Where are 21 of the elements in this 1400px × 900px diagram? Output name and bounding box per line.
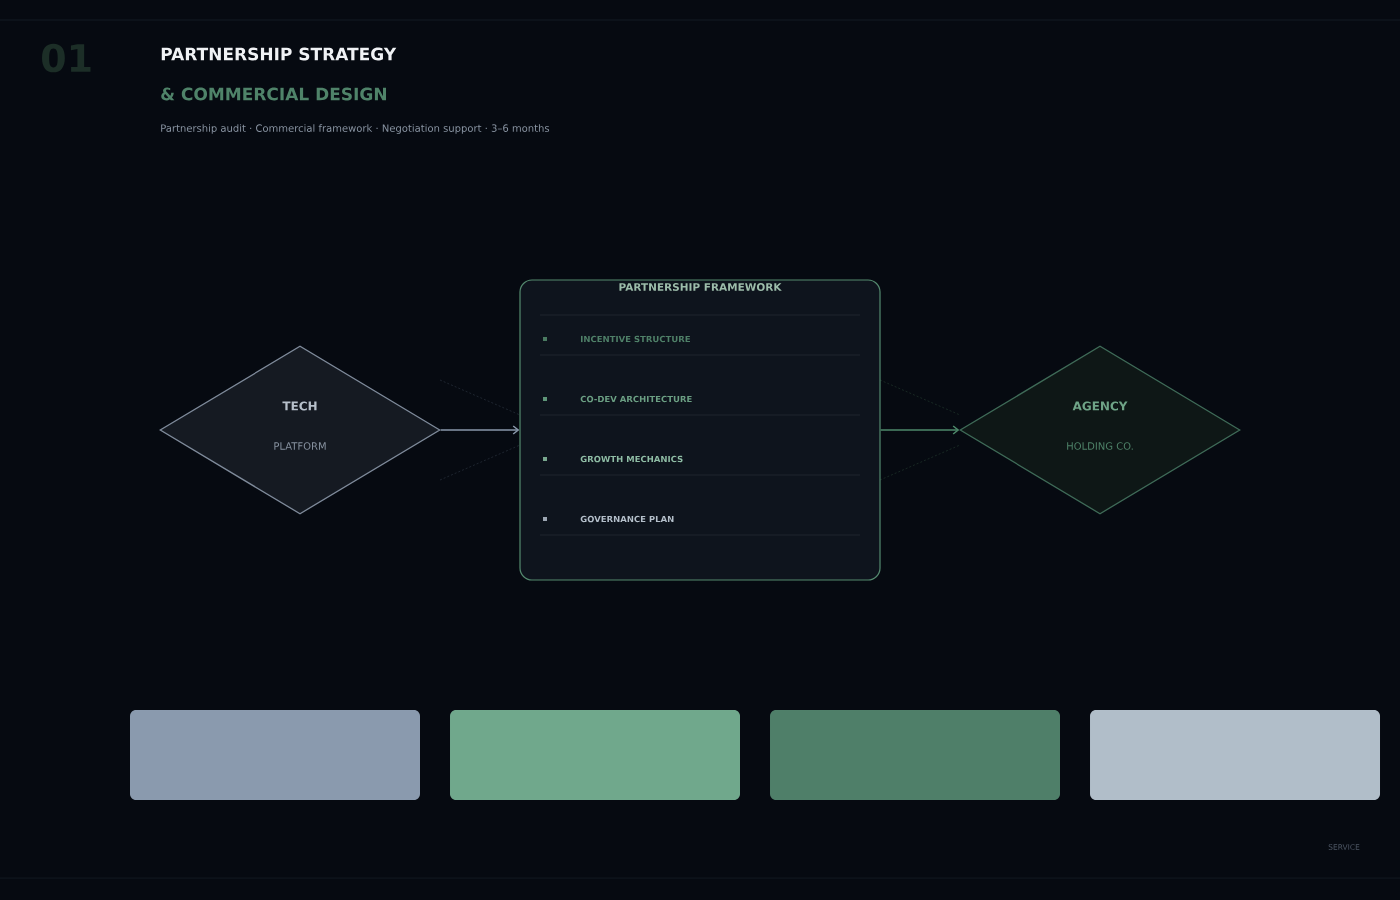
list-item: INCENTIVE STRUCTURE — [581, 335, 690, 343]
diamond-node — [159, 345, 441, 515]
arrow — [879, 425, 960, 435]
node-subtitle: PLATFORM — [274, 442, 326, 450]
color-block — [1090, 710, 1380, 800]
list-item: CO-DEV ARCHITECTURE — [580, 395, 692, 403]
node-title: AGENCY — [1072, 401, 1128, 411]
node-subtitle: HOLDING CO. — [1067, 442, 1133, 450]
list-item: GROWTH MECHANICS — [580, 455, 683, 463]
heading: PARTNERSHIP STRATEGY — [161, 47, 397, 61]
color-block — [450, 710, 740, 800]
panel-heading: PARTNERSHIP FRAMEWORK — [619, 283, 782, 291]
subheading: & COMMERCIAL DESIGN — [161, 87, 386, 101]
diamond-node — [959, 345, 1241, 515]
arrow — [439, 425, 520, 435]
framework-panel — [519, 279, 881, 581]
node-title: TECH — [282, 401, 317, 411]
list-item: GOVERNANCE PLAN — [580, 515, 674, 523]
summary-text: Partnership audit · Commercial framework · Negotiation support · 3–6 months — [161, 124, 550, 134]
color-block — [130, 710, 420, 800]
color-block — [770, 710, 1060, 800]
